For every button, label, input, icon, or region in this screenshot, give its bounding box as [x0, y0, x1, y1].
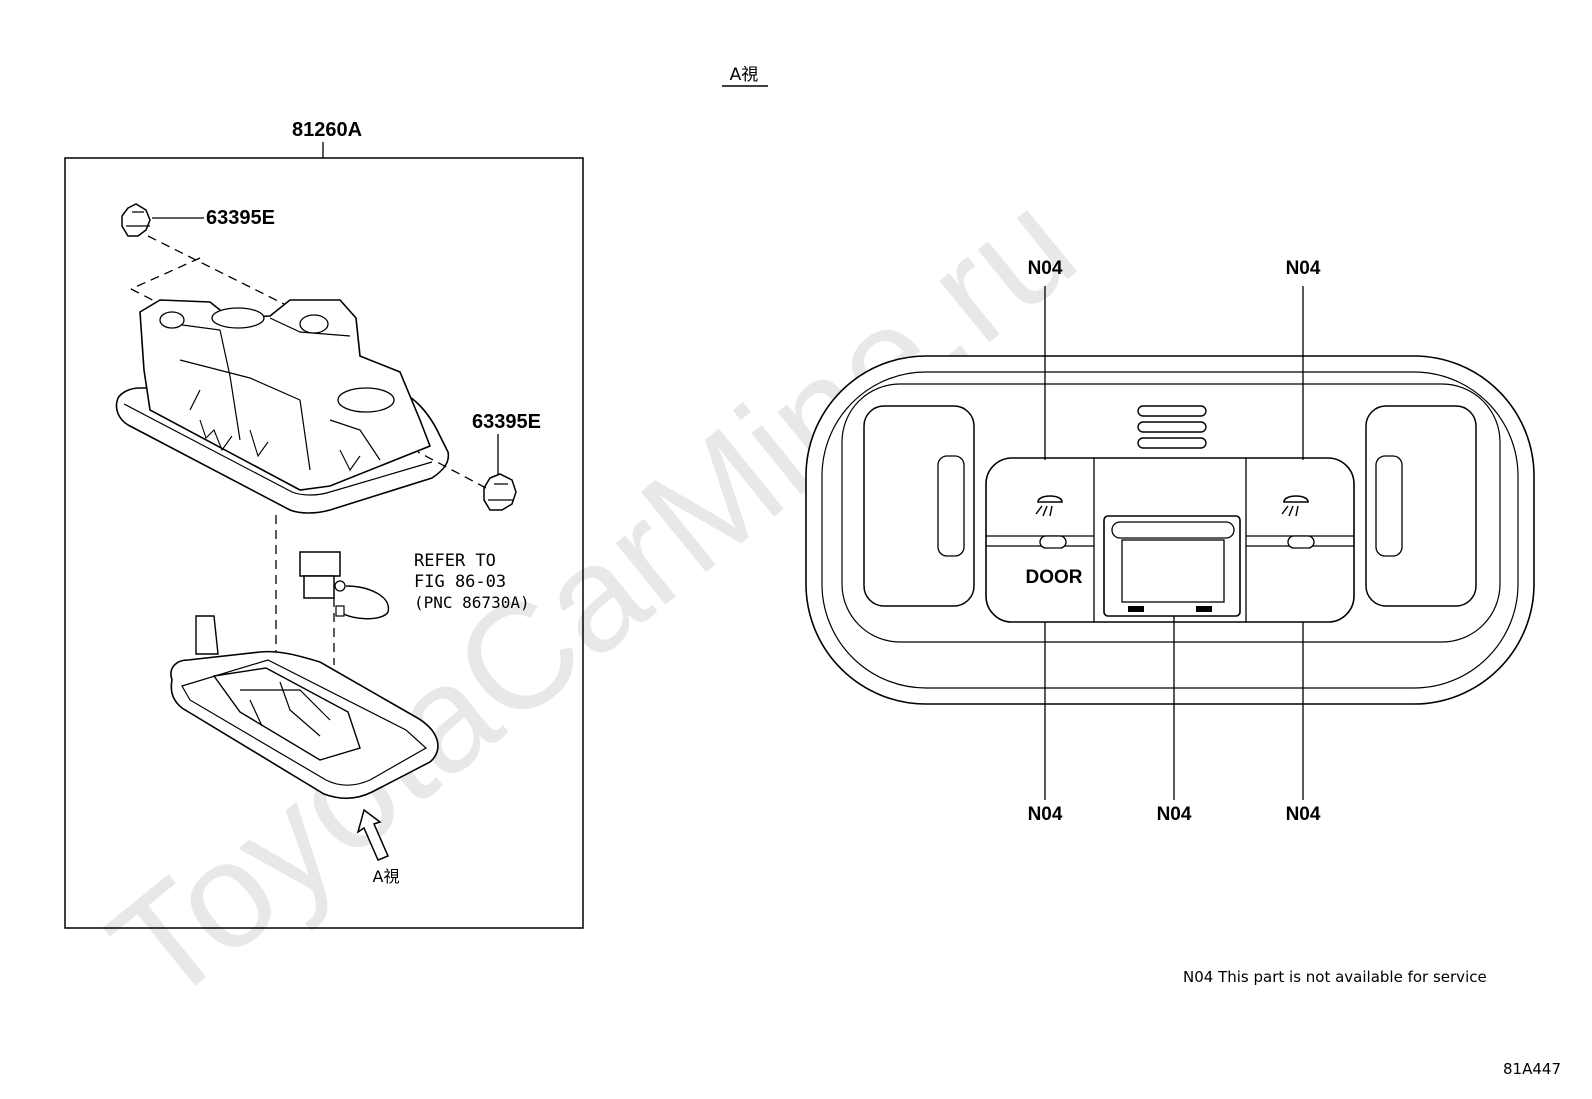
- map-light-icon-right: [1281, 495, 1309, 517]
- lens-cover: [170, 615, 439, 800]
- footnote: N04 This part is not available for servi…: [1183, 968, 1487, 986]
- exploded-view-panel: 81260A 63395E 63395E: [64, 119, 584, 929]
- callout-bottom-right: N04: [1286, 804, 1321, 825]
- clip-label-top: 63395E: [206, 207, 275, 229]
- door-switch: DOOR: [1026, 567, 1083, 588]
- assembly-frame: [64, 157, 584, 929]
- clip-part-right: [483, 473, 517, 511]
- map-light-icon-left: [1035, 495, 1063, 517]
- right-lamp-opening: [1365, 405, 1477, 607]
- door-switch-label: DOOR: [1026, 567, 1083, 588]
- callout-top-right: N04: [1286, 258, 1321, 279]
- lamp-housing: [115, 299, 450, 514]
- refer-note-line3: (PNC 86730A): [414, 593, 530, 612]
- refer-note: REFER TO FIG 86-03 (PNC 86730A): [414, 551, 530, 612]
- callout-bottom-left: N04: [1028, 804, 1063, 825]
- figure-id: 81A447: [1503, 1060, 1561, 1078]
- view-arrow-label: A視: [373, 867, 400, 886]
- left-lamp-opening: [863, 405, 975, 607]
- view-a-title: A視: [730, 65, 759, 85]
- assembly-label: 81260A: [292, 119, 362, 141]
- map-lamp-switch-right: [1246, 495, 1354, 549]
- bulb-socket: [299, 551, 390, 620]
- clip-part-top: [121, 203, 204, 237]
- view-a-panel: A視 DO: [722, 65, 1535, 825]
- refer-note-line1: REFER TO: [414, 551, 496, 571]
- callout-bottom-center: N04: [1157, 804, 1192, 825]
- center-lamp-lens: [1103, 515, 1241, 617]
- map-lamp-switch-left: [986, 495, 1094, 549]
- view-arrow: [356, 808, 389, 861]
- refer-note-line2: FIG 86-03: [414, 572, 506, 592]
- callout-top-left: N04: [1028, 258, 1063, 279]
- vent-slots: [1137, 405, 1207, 449]
- clip-label-right: 63395E: [472, 411, 541, 433]
